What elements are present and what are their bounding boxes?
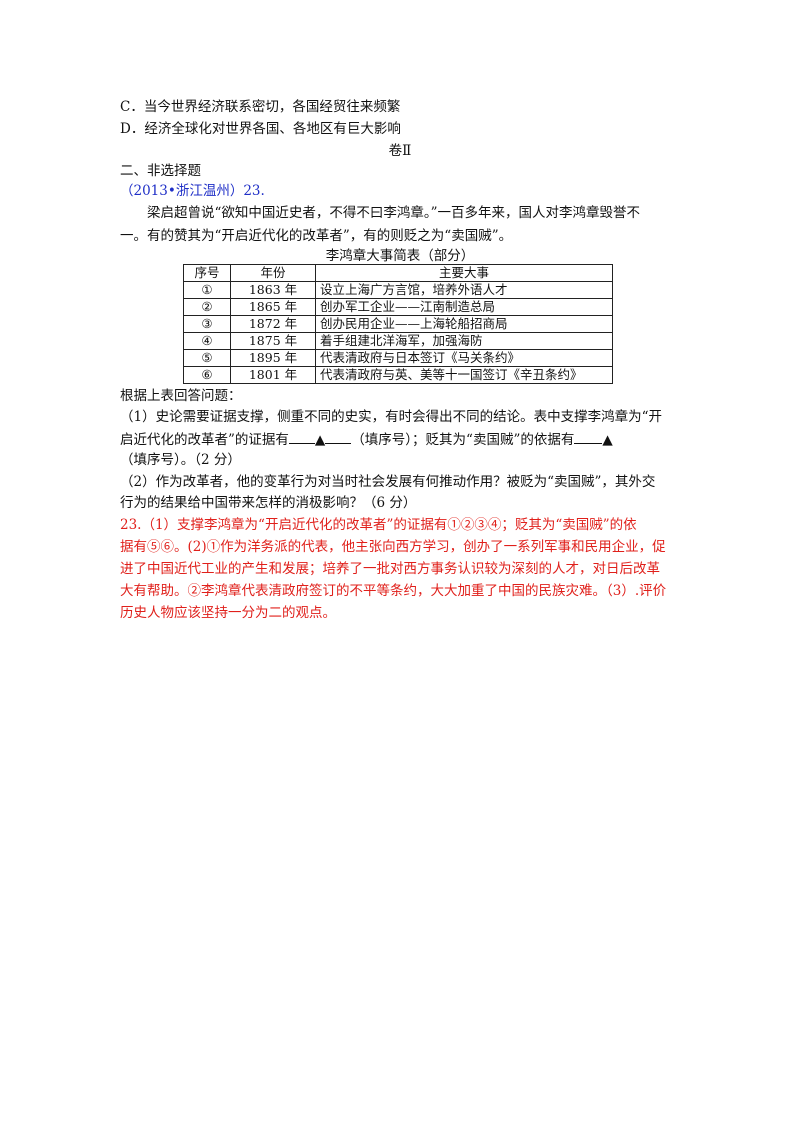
- blank-triangle-2: ▲: [602, 432, 613, 448]
- row-year: 1865 年: [230, 298, 316, 316]
- row-event: 设立上海广方言馆，培养外语人才: [315, 281, 613, 299]
- row-number: ⑤: [183, 349, 231, 367]
- header-event: 主要大事: [315, 264, 613, 282]
- row-event: 着手组建北洋海军，加强海防: [315, 332, 613, 350]
- row-number: ④: [183, 332, 231, 350]
- question-intro-line1: 梁启超曾说“欲知中国近史者，不得不曰李鸿章。”一百多年来，国人对李鸿章毁誉不: [147, 205, 641, 221]
- row-event: 创办民用企业——上海轮船招商局: [315, 315, 613, 333]
- row-event: 创办军工企业——江南制造总局: [315, 298, 613, 316]
- part-heading: 二、非选择题: [120, 163, 201, 179]
- q2-line2: 行为的结果给中国带来怎样的消极影响？（6 分）: [120, 495, 417, 511]
- answer-line3: 进了中国近代工业的产生和发展；培养了一批对西方事务认识较为深刻的人才，对日后改革: [120, 561, 660, 577]
- option-c: C．当今世界经济联系密切，各国经贸往来频繁: [120, 99, 401, 115]
- answer-line5: 历史人物应该坚持一分为二的观点。: [120, 605, 336, 621]
- row-event: 代表清政府与日本签订《马关条约》: [315, 349, 613, 367]
- q1-line1: （1）史论需要证据支撑，侧重不同的史实，有时会得出不同的结论。表中支撑李鸿章为“…: [120, 409, 662, 425]
- row-number: ③: [183, 315, 231, 333]
- option-d: D．经济全球化对世界各国、各地区有巨大影响: [120, 121, 401, 137]
- q1-line2-text-a: 启近代化的改革者”的证据有: [120, 432, 289, 448]
- table-row: ② 1865 年 创办军工企业——江南制造总局: [183, 298, 613, 316]
- answer-blank-1: [288, 429, 315, 444]
- answer-blank-2: [574, 429, 603, 444]
- table-row: ④ 1875 年 着手组建北洋海军，加强海防: [183, 332, 613, 350]
- header-number: 序号: [183, 264, 231, 282]
- row-number: ⑥: [183, 366, 231, 384]
- answer-line1: 23.（1）支撑李鸿章为“开启近代化的改革者”的证据有①②③④；贬其为“卖国贼”…: [120, 517, 637, 533]
- row-year: 1863 年: [230, 281, 316, 299]
- row-event: 代表清政府与英、美等十一国签订《辛丑条约》: [315, 366, 613, 384]
- q2-line1: （2）作为改革者，他的变革行为对当时社会发展有何推动作用？被贬为“卖国贼”，其外…: [120, 474, 656, 490]
- prompt: 根据上表回答问题：: [120, 388, 242, 404]
- table-row: ⑥ 1801 年 代表清政府与英、美等十一国签订《辛丑条约》: [183, 366, 613, 384]
- table-row: ③ 1872 年 创办民用企业——上海轮船招商局: [183, 315, 613, 333]
- table-caption: 李鸿章大事简表（部分）: [325, 248, 475, 264]
- answer-blank-1-tail: [325, 429, 352, 444]
- q1-line3: （填序号）。（2 分）: [120, 452, 241, 468]
- row-year: 1875 年: [230, 332, 316, 350]
- row-year: 1872 年: [230, 315, 316, 333]
- question-source: （2013•浙江温州）23.: [120, 183, 265, 199]
- question-intro-line2: 一。有的赞其为“开启近代化的改革者”，有的则贬之为“卖国贼”。: [120, 228, 513, 244]
- q1-line2: 启近代化的改革者”的证据有 ▲ （填序号）；贬其为“卖国贼”的依据有 ▲: [120, 429, 613, 450]
- table-row: ① 1863 年 设立上海广方言馆，培养外语人才: [183, 281, 613, 299]
- blank-triangle-1: ▲: [314, 432, 326, 448]
- section-title: 卷Ⅱ: [388, 143, 412, 159]
- table-header-row: 序号 年份 主要大事: [183, 264, 613, 282]
- table-row: ⑤ 1895 年 代表清政府与日本签订《马关条约》: [183, 349, 613, 367]
- row-number: ②: [183, 298, 231, 316]
- header-year: 年份: [230, 264, 316, 282]
- answer-line2: 据有⑤⑥。(2)①作为洋务派的代表，他主张向西方学习，创办了一系列军事和民用企业…: [120, 539, 666, 555]
- events-table: 序号 年份 主要大事 ① 1863 年 设立上海广方言馆，培养外语人才 ② 18…: [183, 264, 613, 384]
- row-year: 1801 年: [230, 366, 316, 384]
- row-year: 1895 年: [230, 349, 316, 367]
- row-number: ①: [183, 281, 231, 299]
- q1-line2-text-b: （填序号）；贬其为“卖国贼”的依据有: [351, 432, 575, 448]
- answer-line4: 大有帮助。②李鸿章代表清政府签订的不平等条约，大大加重了中国的民族灾难。（3）.…: [120, 583, 667, 599]
